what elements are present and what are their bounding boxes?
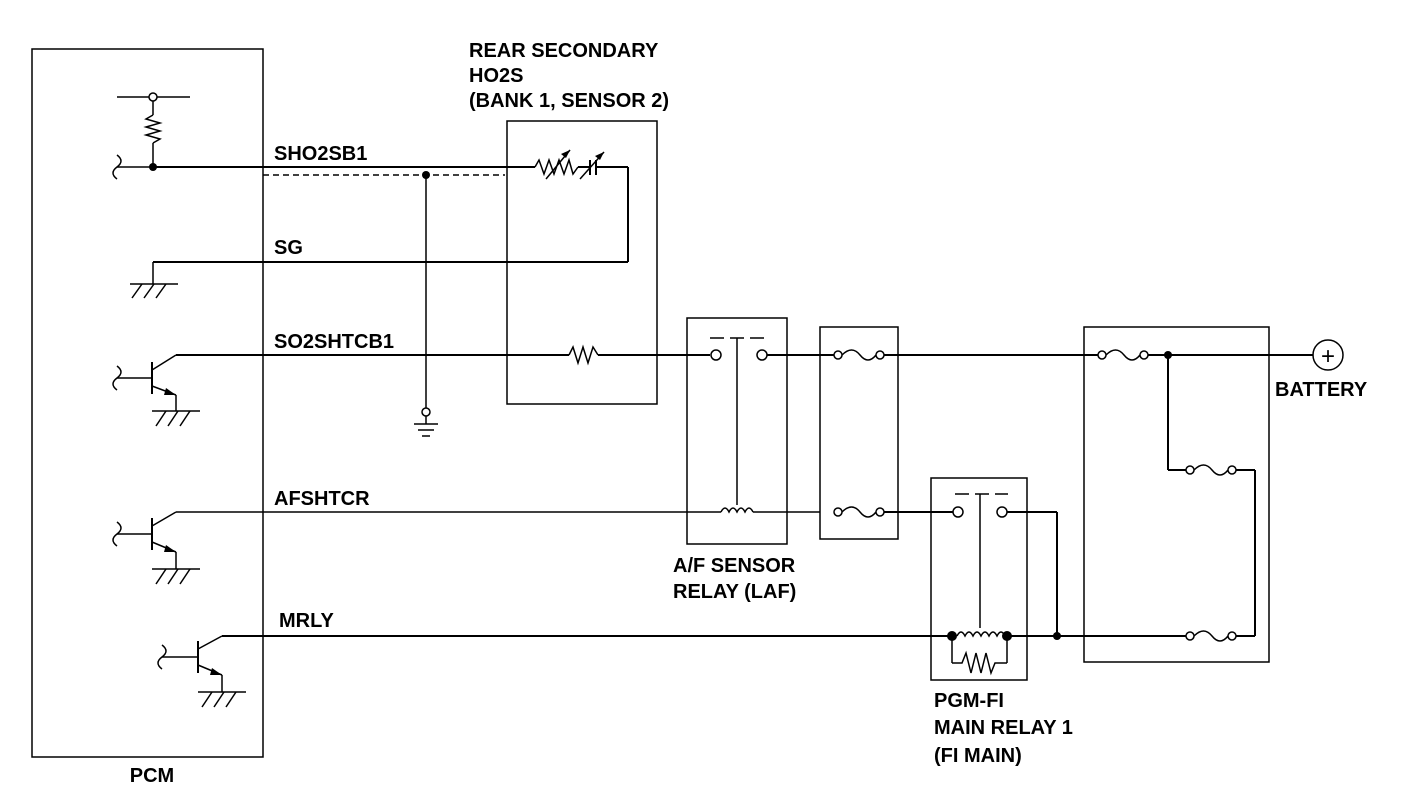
pcm-module: PCM [31, 48, 264, 787]
ho2s-label-line1: REAR SECONDARY [469, 40, 659, 62]
main-relay-box [930, 477, 1028, 681]
pcm-sg-ground [130, 262, 178, 299]
laf-relay-label-line2: RELAY (LAF) [673, 581, 796, 603]
fuse-box-2 [1083, 326, 1313, 663]
pcm-label: PCM [130, 765, 174, 787]
ho2s-label-line2: HO2S [469, 65, 523, 87]
ho2s-sensor: REAR SECONDARY HO2S (BANK 1, SENSOR 2) [469, 40, 669, 405]
battery-label: BATTERY [1275, 379, 1368, 401]
laf-relay-label-line1: A/F SENSOR [673, 555, 796, 577]
battery: + BATTERY [1275, 339, 1368, 401]
signal-label-sg: SG [274, 237, 303, 259]
signal-label-afshtcr: AFSHTCR [274, 488, 370, 510]
pcm-box [31, 48, 264, 758]
main-relay-label-line3: (FI MAIN) [934, 745, 1022, 767]
main-relay-label-line1: PGM-FI [934, 690, 1004, 712]
fuse-box-2-frame [1083, 326, 1270, 663]
laf-relay-box [686, 317, 788, 545]
transistor-mrly [157, 635, 246, 708]
fuse-box-1 [819, 326, 1100, 540]
transistor-so2shtcb1 [112, 354, 200, 427]
laf-relay: A/F SENSOR RELAY (LAF) [673, 317, 834, 603]
battery-plus-symbol: + [1321, 343, 1335, 370]
battery-icon [1312, 339, 1344, 371]
main-relay-label-line2: MAIN RELAY 1 [934, 717, 1073, 739]
fuse-box-1-frame [819, 326, 899, 540]
transistor-afshtcr [112, 511, 200, 585]
ho2s-label-line3: (BANK 1, SENSOR 2) [469, 90, 669, 112]
main-relay: PGM-FI MAIN RELAY 1 (FI MAIN) [930, 477, 1186, 767]
signal-label-mrly: MRLY [279, 610, 334, 632]
signal-label-so2shtcb1: SO2SHTCB1 [274, 331, 394, 353]
pcm-input-circuit [112, 92, 190, 180]
ho2s-box [506, 120, 658, 405]
signal-label-sho2sb1: SHO2SB1 [274, 143, 367, 165]
wires [153, 166, 950, 637]
